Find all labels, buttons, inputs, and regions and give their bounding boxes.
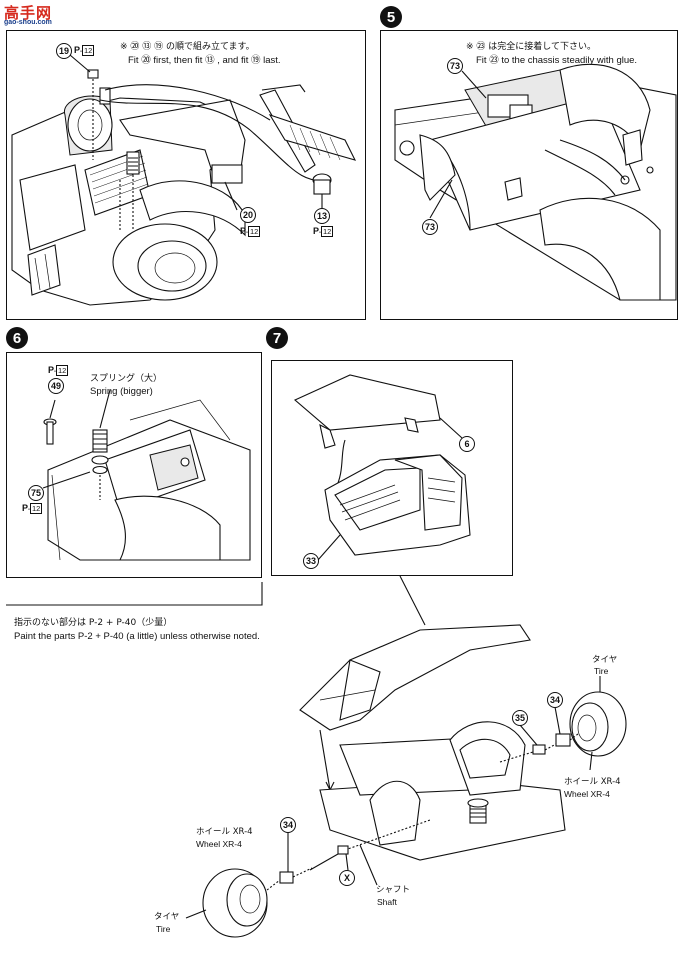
step4-note-jp: ※ ⑳ ⑬ ⑲ の順で組み立てます。 [120,42,255,52]
step7-wheel-right-jp: ホイール XR-4 [564,777,621,787]
step7-inset-panel [271,360,513,576]
step6-spring-jp: スプリング（大） [90,374,163,384]
step5-part73-lower: 73 [422,219,438,235]
step7-part34-left: 34 [280,817,296,833]
step7-tire-left-jp: タイヤ [154,912,180,922]
step7-part34-right: 34 [547,692,563,708]
logo-text: 高手网 [4,4,53,22]
paint-code: 12 [248,226,261,238]
step7-wheel-right-en: Wheel XR-4 [564,789,610,799]
step7-part35-label: 35 [512,710,528,726]
site-logo: 高手网 gao-shou.com [2,2,68,28]
step6-spring-en: Spring (bigger) [90,386,153,397]
step7-part33-label: 33 [303,553,319,569]
step7-part6-label: 6 [459,436,475,452]
step4-panel [6,30,366,320]
step7-number: 7 [266,327,288,349]
step7-shaft-en: Shaft [377,897,397,907]
step4-part13-label: 13 [314,208,330,224]
step5-part73-callout: 73 [447,58,463,74]
step7-paint-note-en: Paint the parts P-2 + P-40 (a little) un… [14,631,260,642]
step6-part75-label: 75 [28,485,44,501]
step5-panel [380,30,678,320]
step6-paint-top: P-12 [48,365,69,377]
step4-part13-paint: P-12 [313,226,334,238]
step7-tire-right-jp: タイヤ [592,655,618,665]
step7-wheel-left-jp: ホイール XR-4 [196,827,253,837]
step7-tire-right-en: Tire [594,666,609,676]
paint-code: 12 [82,45,95,57]
step5-note-en: Fit ㉓ to the chassis steadily with glue. [476,55,638,66]
paint-code: 12 [56,365,69,377]
step5-note-jp: ※ ㉓ は完全に接着して下さい。 [466,42,596,52]
step6-number: 6 [6,327,28,349]
step4-part19-label: 19 [56,43,72,59]
step7-paint-note-jp: 指示のない部分は P-2 + P-40（少量） [14,618,173,628]
paint-code: 12 [30,503,43,515]
step4-part20-paint: P-12 [240,226,261,238]
step6-paint-bottom: P-12 [22,503,43,515]
paint-code: 12 [321,226,334,238]
step5-number: 5 [380,6,402,28]
step4-note-en: Fit ⑳ first, then fit ⑬ , and fit ⑲ last… [128,55,281,66]
step7-wheel-left-en: Wheel XR-4 [196,839,242,849]
step7-shaft-jp: シャフト [376,885,411,895]
step4-part19-paint: P-12 [74,45,95,57]
logo-url: gao-shou.com [4,19,52,26]
step4-part20-label: 20 [240,207,256,223]
step6-part49-label: 49 [48,378,64,394]
step7-part-x-label: X [339,870,355,886]
step7-tire-left-en: Tire [156,924,171,934]
